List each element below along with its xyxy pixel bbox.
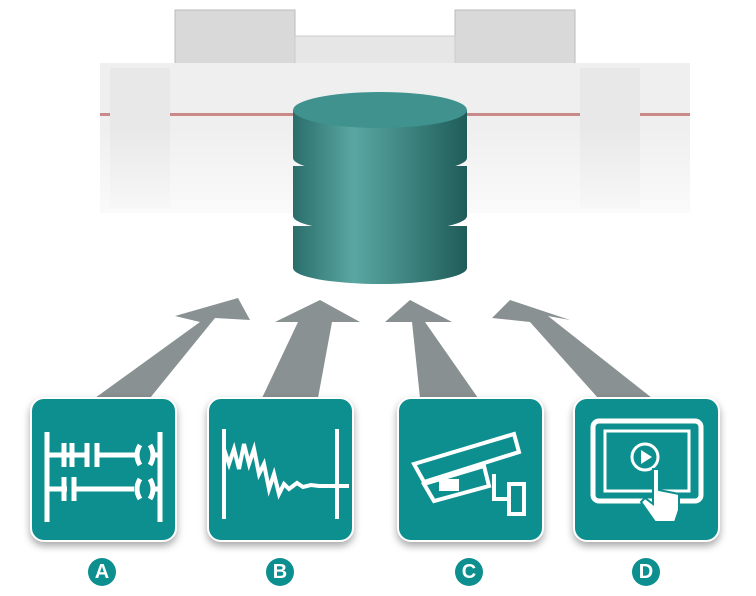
panel-b — [207, 397, 354, 542]
security-camera-icon — [411, 431, 526, 516]
signal-waveform-icon — [222, 429, 349, 519]
panel-a — [30, 397, 177, 542]
panel-d — [573, 397, 720, 542]
arrow-b — [262, 300, 360, 398]
ladder-logic-icon — [44, 432, 163, 522]
label-d: D — [632, 558, 660, 586]
arrow-a — [95, 298, 250, 398]
arrow-d — [492, 300, 652, 398]
touchscreen-video-icon — [590, 418, 704, 523]
database-icon — [293, 92, 467, 284]
label-a: A — [88, 558, 116, 586]
label-b: B — [266, 558, 294, 586]
arrow-c — [385, 300, 478, 398]
panel-c — [397, 397, 544, 542]
label-c: C — [455, 558, 483, 586]
